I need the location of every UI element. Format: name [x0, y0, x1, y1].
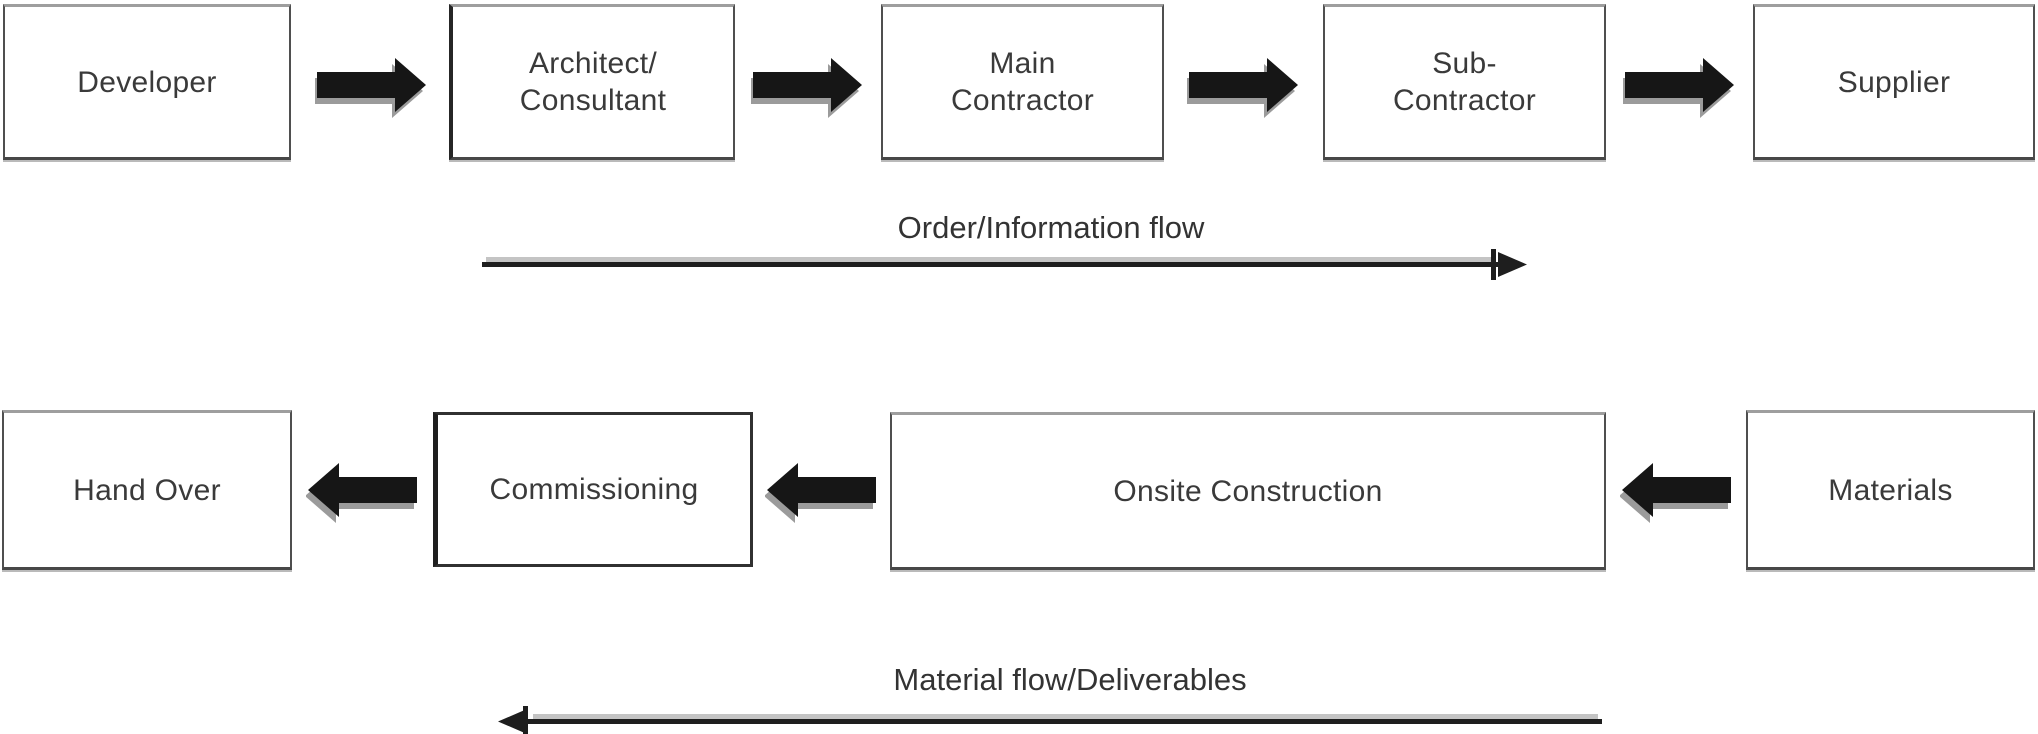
block-arrow-right-icon — [1623, 58, 1734, 118]
order-information-flow-label: Order/Information flow — [897, 210, 1205, 245]
box-sub-contractor-label: Sub- Contractor — [1392, 47, 1537, 117]
box-main-contractor: Main Contractor — [881, 4, 1164, 160]
material-flow-arrow-icon — [498, 706, 1602, 734]
box-materials-label: Materials — [1828, 473, 1953, 507]
box-developer-label: Developer — [77, 65, 217, 99]
block-arrow-right-icon — [315, 58, 426, 118]
box-sub-contractor: Sub- Contractor — [1323, 4, 1606, 160]
box-commissioning: Commissioning — [433, 412, 753, 567]
block-arrow-right-icon — [1187, 58, 1298, 118]
box-materials: Materials — [1746, 410, 2035, 570]
box-architect-consultant: Architect/ Consultant — [449, 4, 735, 160]
material-flow-deliverables-label: Material flow/Deliverables — [893, 662, 1247, 697]
box-hand-over-label: Hand Over — [73, 473, 221, 507]
box-supplier-label: Supplier — [1837, 65, 1951, 99]
block-arrow-left-icon — [1620, 463, 1731, 523]
block-arrow-left-icon — [306, 463, 417, 523]
box-hand-over: Hand Over — [2, 410, 292, 570]
box-onsite-construction: Onsite Construction — [890, 412, 1606, 570]
order-flow-arrow-icon — [482, 249, 1527, 280]
box-developer: Developer — [3, 4, 291, 160]
box-supplier: Supplier — [1753, 4, 2035, 160]
block-arrow-right-icon — [751, 58, 862, 118]
box-onsite-construction-label: Onsite Construction — [1113, 474, 1383, 508]
box-commissioning-label: Commissioning — [489, 473, 699, 506]
block-arrow-left-icon — [765, 463, 876, 523]
box-architect-consultant-label: Architect/ Consultant — [519, 47, 667, 117]
box-main-contractor-label: Main Contractor — [950, 47, 1095, 117]
